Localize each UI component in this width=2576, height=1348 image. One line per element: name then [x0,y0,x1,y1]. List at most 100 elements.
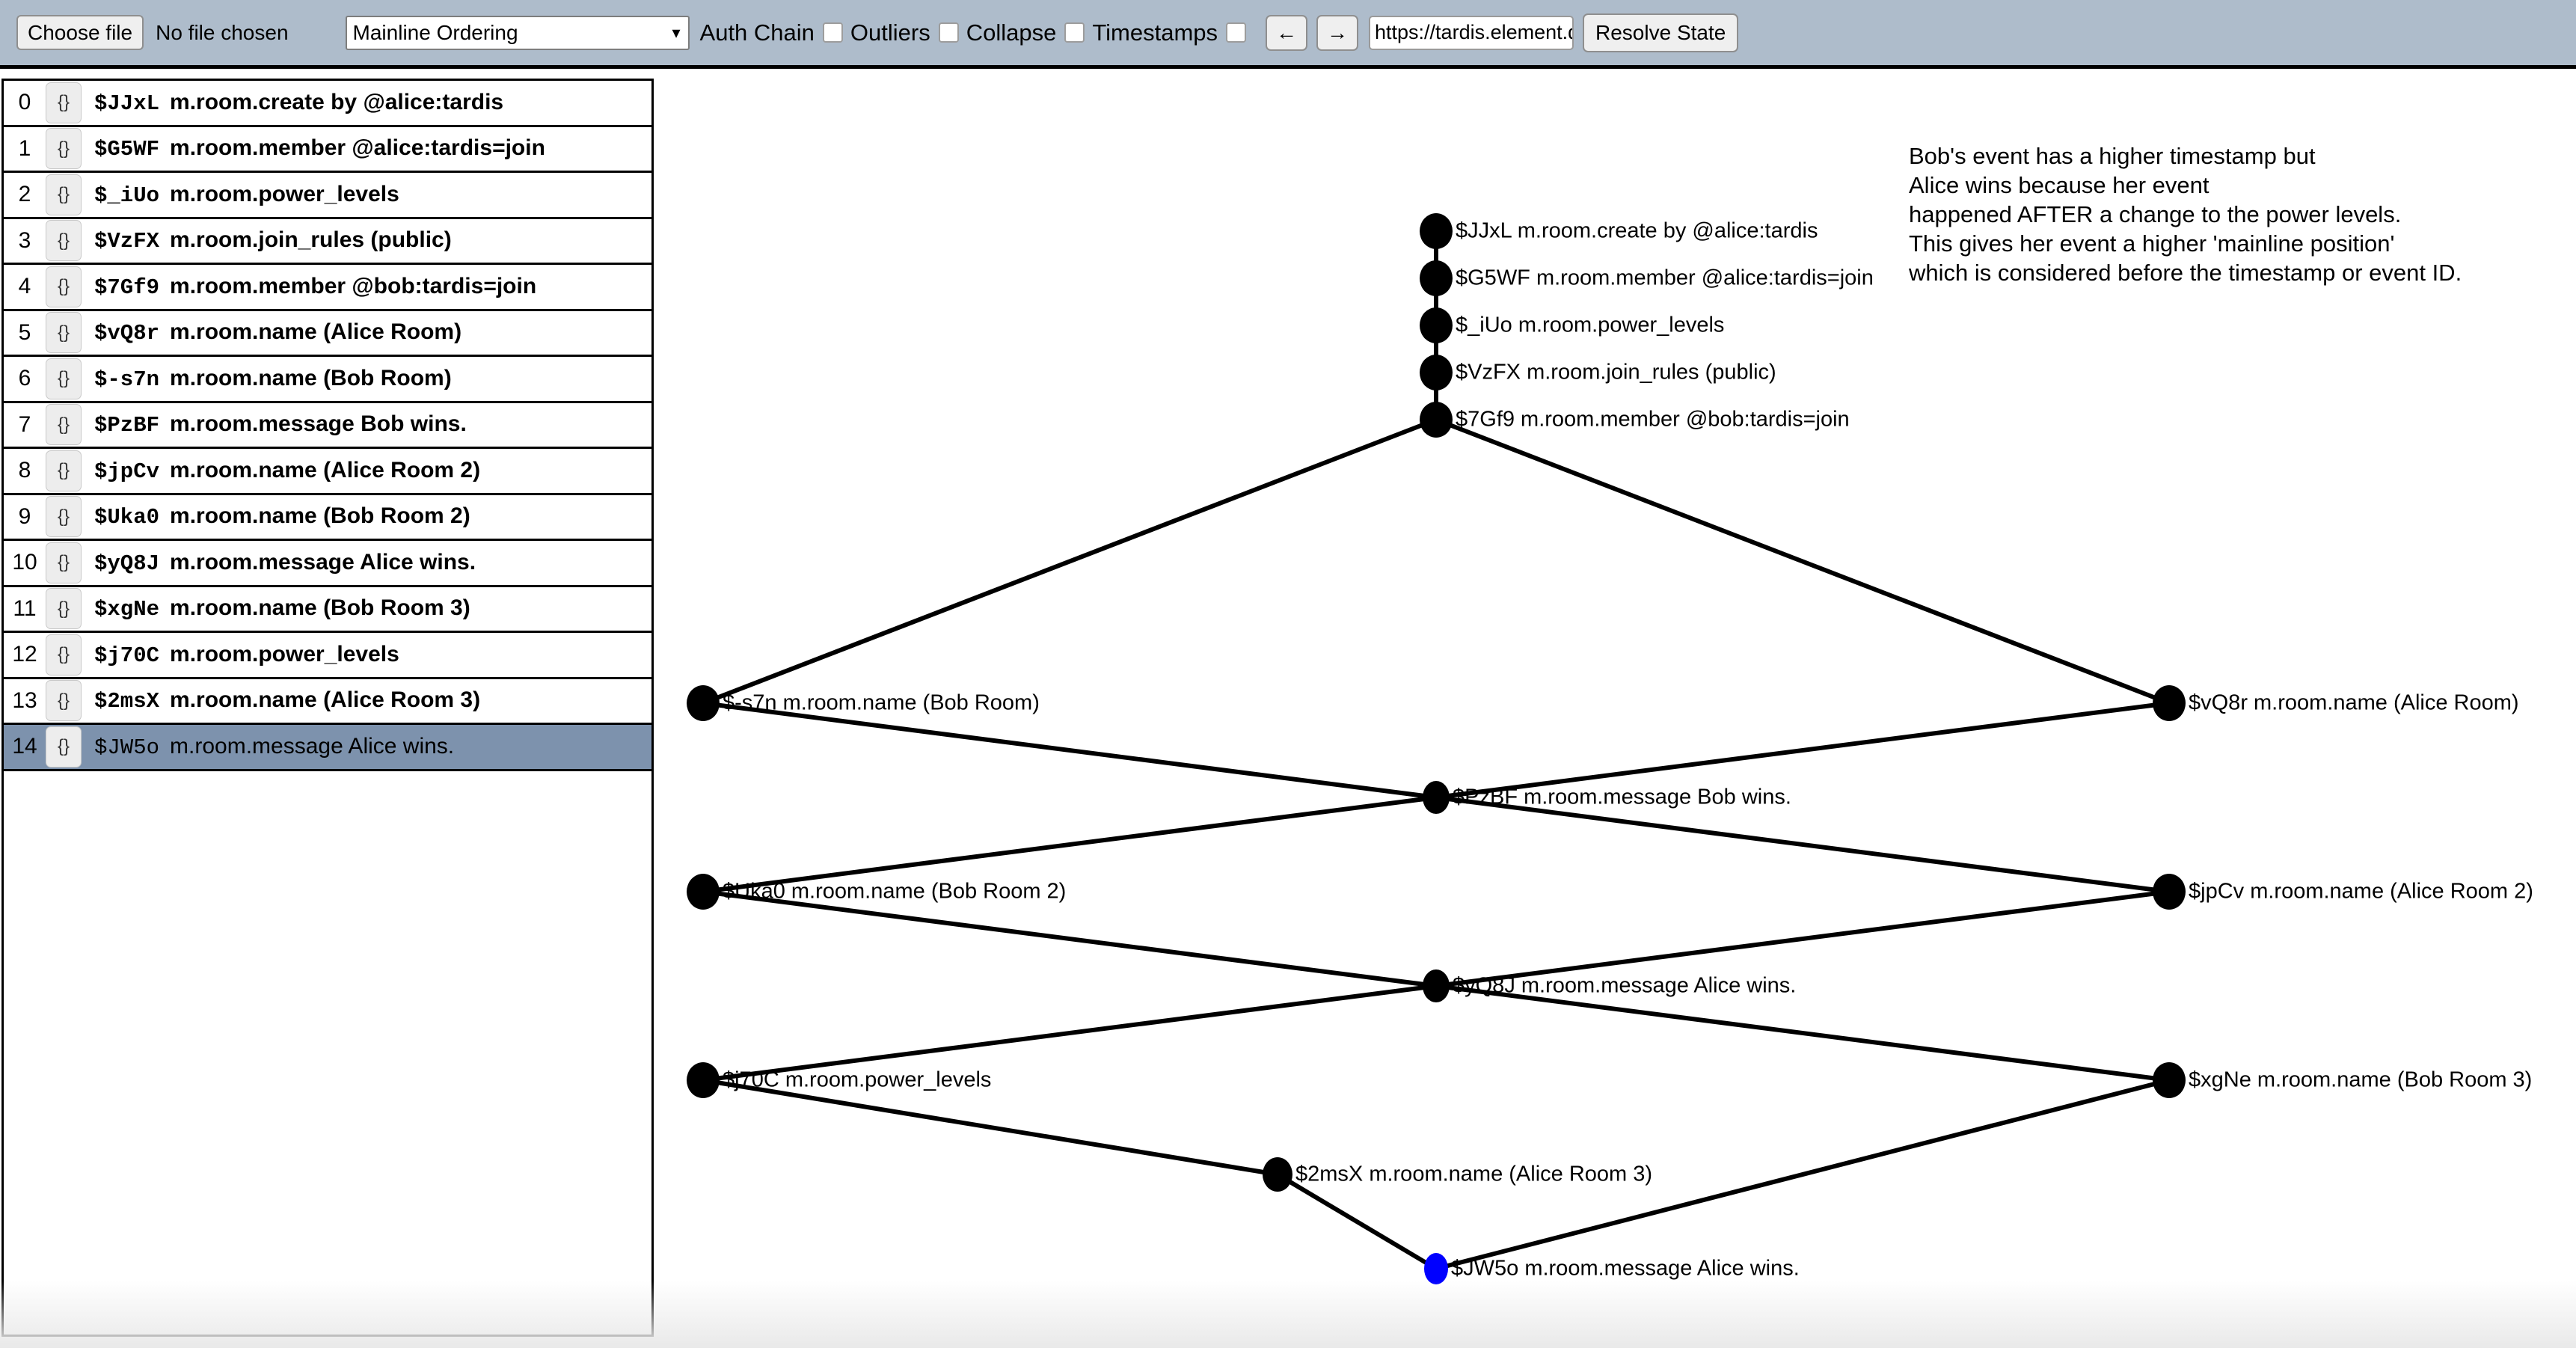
graph-node[interactable] [2153,685,2186,721]
graph-node[interactable] [2153,874,2186,910]
event-row-summary: m.room.create by @alice:tardis [170,89,504,114]
graph-edge [702,889,1437,988]
graph-node[interactable] [687,685,720,721]
event-row-index: 14 [12,734,37,759]
event-row-id: $PzBF [94,413,160,438]
event-row-id: $G5WF [94,137,160,162]
event-row-summary: m.room.name (Alice Room 3) [170,687,481,713]
graph-node[interactable] [687,1062,720,1098]
graph-node[interactable] [1423,969,1450,1002]
auth-chain-checkbox[interactable] [822,22,843,43]
graph-edge [702,984,1437,1082]
graph-node[interactable] [687,874,720,910]
file-status-label: No file chosen [156,20,289,44]
event-row-id: $JJxL [94,91,160,116]
graph-edge [1435,889,2170,988]
json-braces-icon[interactable]: {} [46,680,82,722]
graph-node[interactable] [1424,1253,1448,1284]
graph-node[interactable] [1420,402,1453,438]
collapse-checkbox[interactable] [1064,22,1085,43]
event-row-index: 7 [18,411,31,437]
event-row-index: 5 [18,319,31,345]
event-row-id: $Uka0 [94,505,160,530]
resolve-state-button[interactable]: Resolve State [1583,13,1739,52]
graph-node[interactable] [1420,213,1453,249]
graph-canvas [687,213,2186,1284]
event-row-id: $vQ8r [94,321,160,346]
auth-chain-label: Auth Chain [699,19,815,46]
ordering-select[interactable]: Mainline Ordering ▾ [345,15,690,50]
json-braces-icon[interactable]: {} [46,496,82,538]
choose-file-button[interactable]: Choose file [16,14,144,51]
graph-edge [1435,984,2170,1082]
event-row-text: $JJxL m.room.create by @alice:tardis [94,90,503,116]
graph-node[interactable] [1263,1157,1292,1192]
graph-edge [702,795,1437,894]
graph-node[interactable] [1420,307,1453,343]
json-braces-icon[interactable]: {} [46,726,82,768]
outliers-checkbox[interactable] [938,22,959,43]
json-braces-icon[interactable]: {} [46,542,82,583]
json-braces-icon[interactable]: {} [46,174,82,215]
event-row-id: $xgNe [94,597,160,622]
event-row-index: 12 [12,642,37,667]
graph-node[interactable] [1420,260,1453,296]
graph-node[interactable] [2153,1062,2186,1098]
json-braces-icon[interactable]: {} [46,588,82,630]
event-row-text: $PzBF m.room.message Bob wins. [94,411,467,438]
url-input[interactable]: https://tardis.element.dev [1369,15,1574,50]
forward-arrow-icon[interactable]: → [1316,14,1359,51]
event-row-summary: m.room.power_levels [170,181,399,206]
json-braces-icon[interactable]: {} [46,634,82,675]
json-braces-icon[interactable]: {} [46,358,82,399]
event-list-row[interactable]: 7 {} $PzBF m.room.message Bob wins. [4,402,651,449]
event-row-index: 4 [18,274,31,299]
json-braces-icon[interactable]: {} [46,128,82,170]
event-row-summary: m.room.message Bob wins. [170,411,467,437]
json-braces-icon[interactable]: {} [46,266,82,307]
event-row-index: 0 [18,90,31,115]
timestamps-checkbox[interactable] [1226,22,1247,43]
json-braces-icon[interactable]: {} [46,312,82,354]
event-graph[interactable]: $JJxL m.room.create by @alice:tardis$G5W… [658,73,2576,1348]
json-braces-icon[interactable]: {} [46,404,82,446]
graph-edge [1435,701,2170,800]
chevron-down-icon: ▾ [672,22,681,42]
event-list-row[interactable]: 2 {} $_iUo m.room.power_levels [4,173,651,219]
graph-node[interactable] [1423,781,1450,814]
graph-edge [702,417,1438,705]
event-row-index: 10 [12,550,37,575]
event-row-index: 13 [12,687,37,713]
json-braces-icon[interactable]: {} [46,82,82,123]
json-braces-icon[interactable]: {} [46,220,82,262]
graph-edge [1435,795,2170,894]
event-list-row[interactable]: 0 {} $JJxL m.room.create by @alice:tardis [4,81,651,127]
graph-node[interactable] [1420,355,1453,390]
json-braces-icon[interactable]: {} [46,450,82,491]
graph-edge [702,1078,1278,1177]
event-row-id: $_iUo [94,183,160,208]
back-arrow-icon[interactable]: ← [1266,14,1308,51]
event-row-index: 2 [18,182,31,207]
